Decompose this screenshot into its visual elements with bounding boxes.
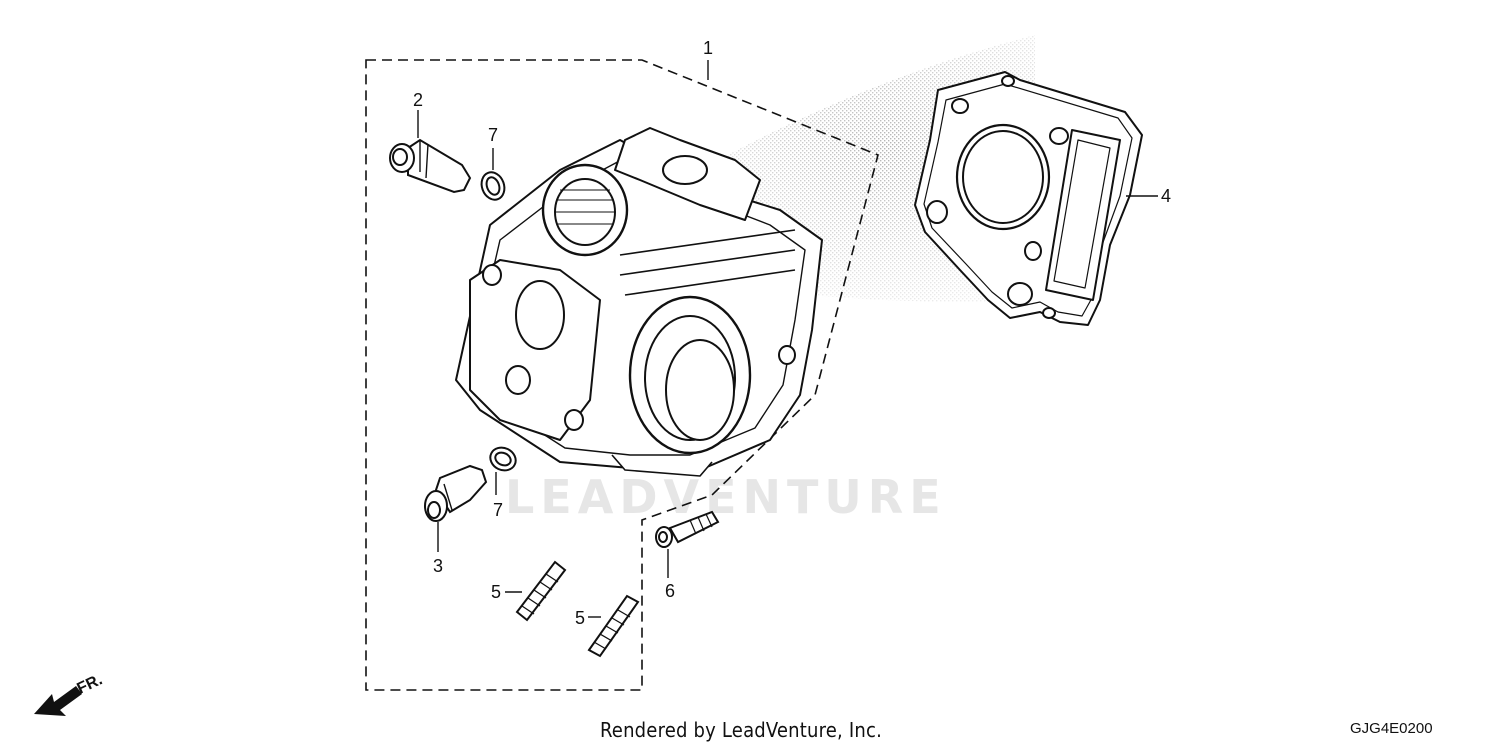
callout-7-upper: 7	[488, 125, 498, 145]
upper-plug	[389, 138, 472, 194]
leader-lines	[417, 60, 1158, 618]
diagram-code: GJG4E0200	[1350, 720, 1433, 737]
rendered-by-footer: Rendered by LeadVenture, Inc.	[600, 718, 882, 742]
front-label: FR.	[75, 671, 106, 697]
callout-4: 4	[1161, 186, 1171, 206]
lower-plug	[424, 464, 488, 522]
callout-1: 1	[703, 38, 713, 58]
cylinder-head-gasket	[914, 71, 1143, 326]
callout-5-left: 5	[491, 582, 501, 602]
o-rings	[480, 171, 517, 472]
callout-5-right: 5	[575, 608, 585, 628]
callout-7-lower: 7	[493, 500, 503, 520]
bolt	[655, 510, 720, 548]
studs	[515, 560, 640, 658]
callout-3: 3	[433, 556, 443, 576]
front-arrow-icon: FR.	[34, 671, 105, 716]
callout-6: 6	[665, 581, 675, 601]
cylinder-head	[455, 127, 823, 477]
assembly-boundary	[365, 59, 879, 691]
callout-2: 2	[413, 90, 423, 110]
